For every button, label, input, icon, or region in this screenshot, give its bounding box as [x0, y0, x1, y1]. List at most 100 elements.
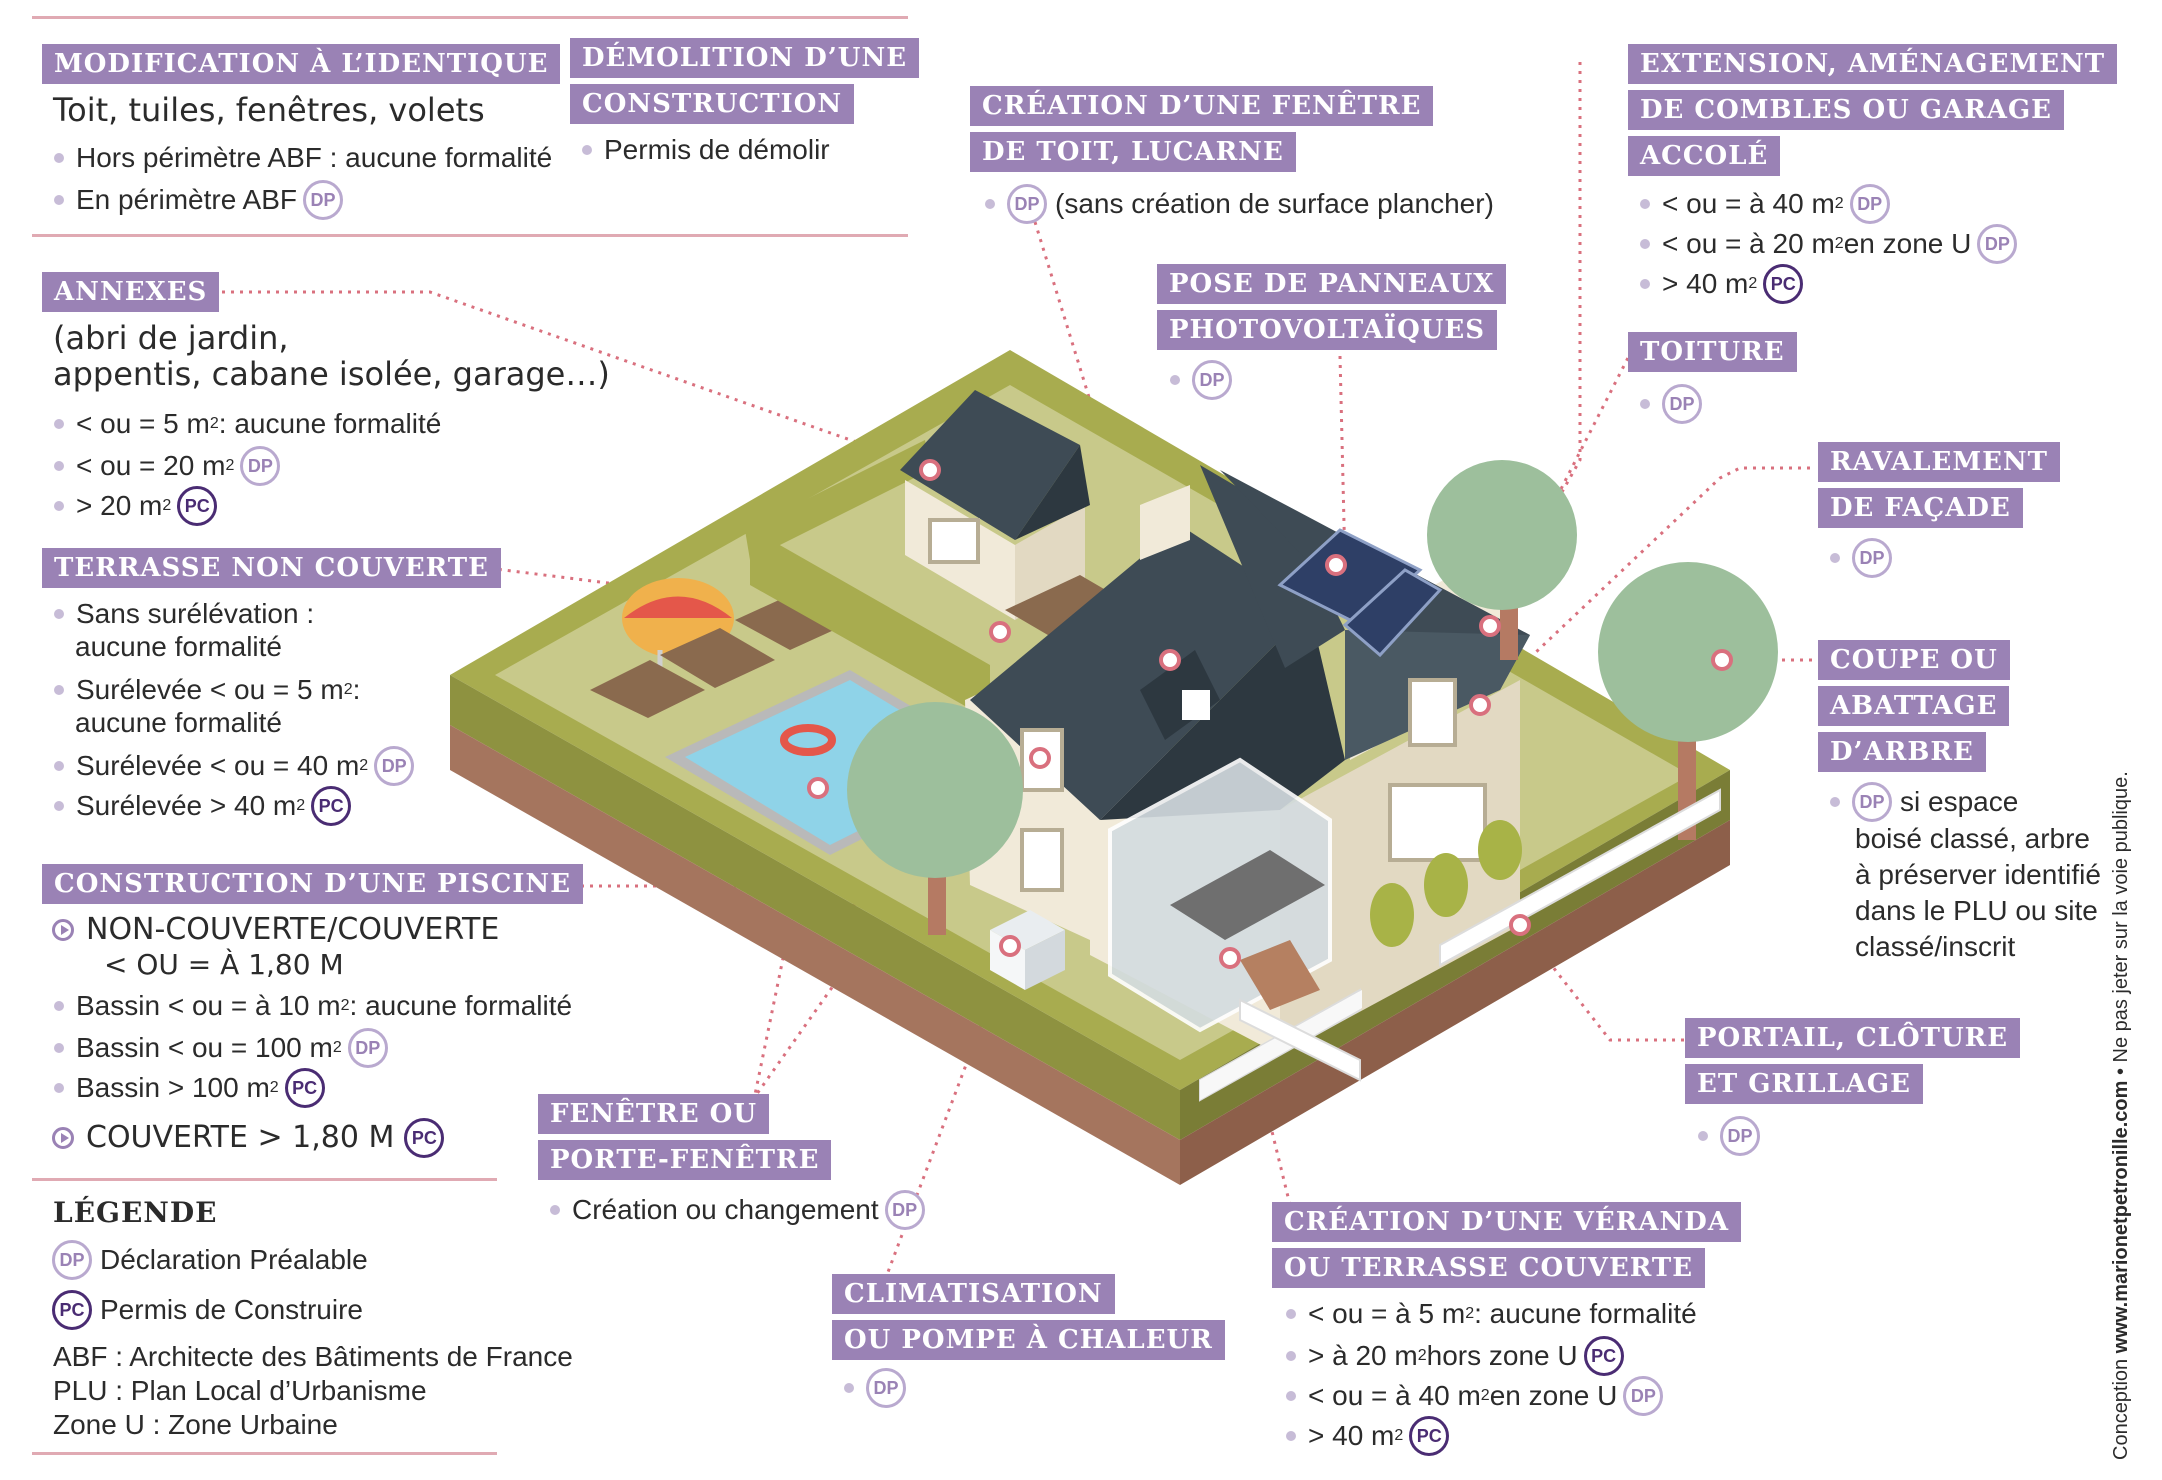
top-rule	[32, 16, 908, 19]
climatisation-item-1: DP	[844, 1368, 906, 1408]
header-modification: MODIFICATION À L’IDENTIQUE	[42, 44, 561, 84]
header-fenetre-2: PORTE-FENÊTRE	[538, 1140, 832, 1180]
credit-text: Conception www.marionetpetronille.com • …	[2110, 771, 2132, 1460]
pc-badge: PC	[52, 1290, 92, 1330]
dp-badge: DP	[1720, 1116, 1760, 1156]
header-portail-1: PORTAIL, CLÔTURE	[1685, 1018, 2021, 1058]
header-extension-3: ACCOLÉ	[1628, 136, 1781, 176]
header-ravalement-2: DE FAÇADE	[1818, 488, 2023, 528]
header-extension-1: EXTENSION, AMÉNAGEMENT	[1628, 44, 2118, 84]
pc-badge: PC	[1583, 1336, 1624, 1376]
fenetre-toit-item-1: DP(sans création de surface plancher)	[985, 184, 1494, 224]
portail-item-1: DP	[1698, 1116, 1760, 1156]
terrasse-item-1b: aucune formalité	[75, 631, 283, 662]
terrasse-item-1: Sans surélévation :	[54, 596, 314, 632]
dp-badge: DP	[1977, 224, 2018, 264]
legend-rule-bottom	[32, 1452, 497, 1455]
dp-badge: DP	[884, 1190, 925, 1230]
dp-badge: DP	[347, 1028, 388, 1068]
piscine-cap-1: NON-COUVERTE/COUVERTE	[52, 912, 499, 948]
dp-badge: DP	[1192, 360, 1232, 400]
markers	[807, 459, 1733, 969]
dp-badge: DP	[1852, 782, 1892, 822]
pc-badge: PC	[1409, 1416, 1450, 1456]
dp-badge: DP	[866, 1368, 906, 1408]
header-climatisation-2: OU POMPE À CHALEUR	[832, 1320, 1225, 1360]
legend-zone: Zone U : Zone Urbaine	[53, 1409, 338, 1440]
header-coupe-1: COUPE OU	[1818, 640, 2010, 680]
header-fenetre-toit-2: DE TOIT, LUCARNE	[970, 132, 1296, 172]
header-ravalement-1: RAVALEMENT	[1818, 442, 2061, 482]
pc-badge: PC	[177, 486, 218, 526]
header-coupe-3: D’ARBRE	[1818, 732, 1986, 772]
header-piscine: CONSTRUCTION D’UNE PISCINE	[42, 864, 584, 904]
coupe-line-3: à préserver identifié	[1855, 859, 2101, 890]
header-coupe-2: ABATTAGE	[1818, 686, 2010, 726]
ravalement-item-1: DP	[1830, 538, 1892, 578]
piscine-cap-1b: < OU = À 1,80 M	[104, 948, 344, 981]
panneaux-item-1: DP	[1170, 360, 1232, 400]
header-portail-2: ET GRILLAGE	[1685, 1064, 1923, 1104]
modification-item-1: Hors périmètre ABF : aucune formalité	[54, 140, 552, 176]
header-toiture: TOITURE	[1628, 332, 1797, 372]
legend-plu: PLU : Plan Local d’Urbanisme	[53, 1375, 427, 1406]
toiture-item-1: DP	[1640, 384, 1702, 424]
header-terrasse: TERRASSE NON COUVERTE	[42, 548, 501, 588]
coupe-line-5: classé/inscrit	[1855, 931, 2016, 962]
demolition-item-1: Permis de démolir	[582, 132, 830, 168]
pc-badge: PC	[404, 1118, 445, 1158]
dp-badge: DP	[1852, 538, 1892, 578]
annexes-sub-2: appentis, cabane isolée, garage…)	[53, 355, 610, 393]
header-extension-2: DE COMBLES OU GARAGE	[1628, 90, 2064, 130]
coupe-line-2: boisé classé, arbre	[1855, 823, 2091, 854]
pc-badge: PC	[1763, 264, 1804, 304]
coupe-line-4: dans le PLU ou site	[1855, 895, 2098, 926]
header-annexes: ANNEXES	[42, 272, 220, 312]
terrasse-item-2b: aucune formalité	[75, 707, 283, 738]
modification-subtitle: Toit, tuiles, fenêtres, volets	[53, 91, 485, 129]
legend-abf: ABF : Architecte des Bâtiments de France	[53, 1341, 573, 1372]
pc-badge: PC	[284, 1068, 325, 1108]
legend-rule-top	[32, 1178, 497, 1181]
header-panneaux-1: POSE DE PANNEAUX	[1157, 264, 1507, 304]
dp-badge: DP	[240, 446, 281, 486]
dp-badge: DP	[1007, 184, 1047, 224]
header-panneaux-2: PHOTOVOLTAÏQUES	[1157, 310, 1498, 350]
header-veranda-2: OU TERRASSE COUVERTE	[1272, 1248, 1706, 1288]
header-fenetre-1: FENÊTRE OU	[538, 1094, 770, 1134]
annexes-sub-1: (abri de jardin,	[53, 319, 289, 357]
dp-badge: DP	[52, 1240, 92, 1280]
header-demolition-1: DÉMOLITION D’UNE	[570, 38, 920, 78]
dp-badge: DP	[302, 180, 343, 220]
dp-badge: DP	[1623, 1376, 1664, 1416]
section-rule	[32, 234, 908, 237]
header-climatisation-1: CLIMATISATION	[832, 1274, 1115, 1314]
dp-badge: DP	[374, 746, 415, 786]
header-demolition-2: CONSTRUCTION	[570, 84, 855, 124]
legend-title: LÉGENDE	[53, 1196, 218, 1229]
header-fenetre-toit-1: CRÉATION D’UNE FENÊTRE	[970, 86, 1434, 126]
dp-badge: DP	[1662, 384, 1702, 424]
header-veranda-1: CRÉATION D’UNE VÉRANDA	[1272, 1202, 1742, 1242]
